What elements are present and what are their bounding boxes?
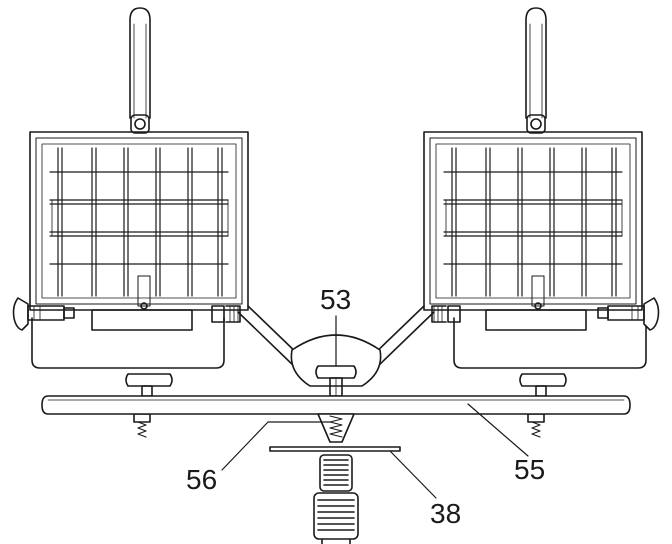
- right-lamp-yoke: [453, 309, 647, 369]
- left-lamp-frame: [29, 131, 249, 311]
- washer-plate: [269, 446, 401, 452]
- leader-55: [467, 403, 529, 457]
- cross-bar: [41, 395, 631, 415]
- right-lamp: [423, 7, 660, 438]
- left-bar-knob: [125, 373, 173, 397]
- right-inner-knob: [431, 305, 461, 323]
- t-knob: [315, 365, 357, 379]
- center-mount: [317, 413, 355, 443]
- left-inner-knob: [211, 305, 241, 323]
- pole-coupler: [313, 454, 359, 544]
- left-side-knob: [12, 297, 75, 331]
- right-lamp-guard: [443, 147, 623, 297]
- right-bolt: [527, 413, 545, 438]
- callout-56: 56: [186, 464, 218, 495]
- left-lamp: [12, 7, 249, 438]
- callout-53: 53: [320, 284, 352, 315]
- left-lamp-guard: [49, 147, 229, 297]
- left-lamp-yoke: [31, 309, 225, 369]
- right-bar-knob: [519, 373, 567, 397]
- callout-38: 38: [430, 498, 462, 529]
- right-lamp-frame: [423, 131, 643, 311]
- left-lamp-handle: [129, 7, 151, 134]
- right-lamp-handle: [525, 7, 547, 134]
- leader-38: [389, 450, 437, 499]
- leader-lines: [221, 315, 529, 499]
- left-bolt: [133, 413, 151, 438]
- callout-55: 55: [514, 454, 546, 485]
- right-side-knob: [597, 297, 660, 331]
- leader-56: [221, 421, 331, 471]
